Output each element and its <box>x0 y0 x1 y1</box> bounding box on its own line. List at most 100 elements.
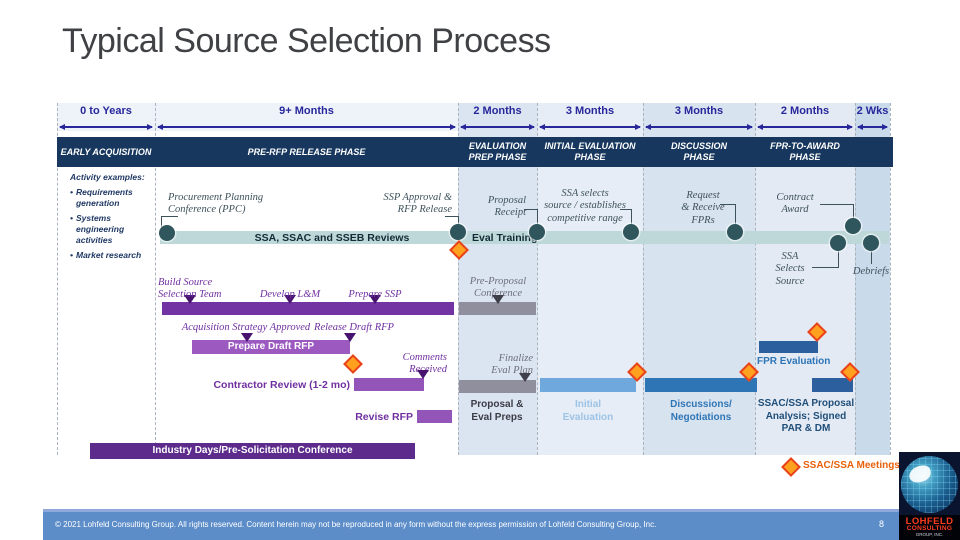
ssa-reviews-band <box>160 231 889 244</box>
milestone-dot-debriefs <box>863 235 879 251</box>
bar-ssac-analysis <box>812 378 853 392</box>
duration-arrow-icon <box>857 124 888 130</box>
bar-industry-days: Industry Days/Pre-Solicitation Conferenc… <box>90 443 415 459</box>
milestone-triangle-icon <box>284 295 296 304</box>
label-acq-strategy: Acquisition Strategy Approved <box>181 322 311 333</box>
label-develop-lm: Develop L&M <box>259 289 321 300</box>
column-divider <box>57 103 58 455</box>
duration-arrow-icon <box>157 124 456 130</box>
connector-line <box>820 204 854 220</box>
bar-fpr-evaluation <box>759 341 818 353</box>
bar-contractor-review <box>354 378 424 391</box>
duration-arrow-icon <box>539 124 641 130</box>
duration-eval-prep: 2 Months <box>473 105 522 117</box>
list-item: •Market research <box>70 250 142 261</box>
reviews-band-label: SSA, SSAC and SSEB Reviews <box>254 232 410 244</box>
bar-prepare-draft-rfp: Prepare Draft RFP <box>192 340 350 354</box>
activity-examples: Activity examples: •Requirements generat… <box>70 172 158 261</box>
legend-label: SSAC/SSA Meetings <box>803 460 900 471</box>
duration-arrow-icon <box>59 124 153 130</box>
connector-line <box>620 209 632 226</box>
column-divider <box>890 103 891 455</box>
bar-initial-evaluation <box>540 378 636 392</box>
milestone-dot-fprs <box>727 224 743 240</box>
phase-band <box>57 137 893 167</box>
milestone-dot-ppc <box>159 225 175 241</box>
milestone-triangle-icon <box>184 295 196 304</box>
bar-pre-proposal-conf <box>459 302 536 315</box>
column-divider <box>458 103 459 455</box>
connector-line <box>524 209 538 226</box>
connector-line <box>445 216 459 226</box>
duration-arrow-icon <box>460 124 535 130</box>
column-divider <box>643 103 644 455</box>
milestone-triangle-icon <box>241 333 253 342</box>
duration-arrow-icon <box>645 124 753 130</box>
milestone-triangle-icon <box>492 295 504 304</box>
bar-source-selection <box>162 302 454 315</box>
caption-discussions: Discussions/Negotiations <box>670 399 732 423</box>
connector-line <box>720 204 736 226</box>
column-divider <box>537 103 538 455</box>
bar-finalize-eval-plan <box>459 380 536 393</box>
bar-discussions <box>645 378 757 392</box>
bullet-icon: • <box>70 213 73 224</box>
milestone-triangle-icon <box>519 373 531 382</box>
milestone-dot-ssa-source <box>830 235 846 251</box>
duration-fpr: 2 Months <box>780 105 830 117</box>
column-divider <box>855 103 856 455</box>
phase-early-acquisition: EARLY ACQUISITION <box>60 146 152 157</box>
label-contractor-review: Contractor Review (1-2 mo) <box>213 379 350 391</box>
connector-line <box>812 250 839 268</box>
duration-2wks: 2 Wks <box>856 105 889 117</box>
milestone-triangle-icon <box>344 333 356 342</box>
milestone-triangle-icon <box>369 295 381 304</box>
duration-initial-eval: 3 Months <box>565 105 615 117</box>
lohfeld-logo: LOHFELD CONSULTING GROUP, INC. <box>899 452 960 540</box>
milestone-label-ssp-approval: SSP Approval &RFP Release <box>383 192 452 216</box>
connector-line <box>161 216 178 227</box>
activity-heading: Activity examples: <box>70 172 145 182</box>
globe-logo-image <box>901 456 958 513</box>
milestone-dot-award <box>845 218 861 234</box>
duration-pre-rfp: 9+ Months <box>279 105 334 117</box>
label-prepare-ssp: Prepare SSP <box>348 289 402 300</box>
legend-diamond-icon <box>781 457 801 477</box>
connector-line <box>871 250 873 264</box>
duration-early-acquisition: 0 to Years <box>80 105 132 117</box>
caption-proposal-eval-preps: Proposal &Eval Preps <box>470 399 524 423</box>
milestone-dot-ssa-selects <box>623 224 639 240</box>
bullet-icon: • <box>70 250 73 261</box>
column-divider <box>755 103 756 455</box>
milestone-dot-ssp <box>450 224 466 240</box>
meeting-diamond-icon <box>343 354 363 374</box>
phase-fpr: FPR-TO-AWARD PHASE <box>770 141 840 162</box>
bar-revise-rfp <box>417 410 452 423</box>
duration-arrow-icon <box>757 124 853 130</box>
phase-discussion: DISCUSSION PHASE <box>670 141 727 162</box>
logo-text: LOHFELD CONSULTING GROUP, INC. <box>899 514 960 540</box>
page-number: 8 <box>878 519 884 529</box>
copyright-text: © 2021 Lohfeld Consulting Group. All rig… <box>55 520 657 529</box>
milestone-dot-receipt <box>529 224 545 240</box>
page-title: Typical Source Selection Process <box>62 22 551 60</box>
eval-training-label: Eval Training <box>472 232 538 244</box>
milestone-triangle-icon <box>417 370 429 379</box>
label-fpr-evaluation: FPR Evaluation <box>757 356 831 367</box>
phase-pre-rfp: PRE-RFP RELEASE PHASE <box>247 146 366 157</box>
footer-bar: © 2021 Lohfeld Consulting Group. All rig… <box>43 509 903 540</box>
label-revise-rfp: Revise RFP <box>355 411 413 423</box>
bullet-icon: • <box>70 187 73 198</box>
phase-initial-eval: INITIAL EVALUATION PHASE <box>544 141 636 162</box>
